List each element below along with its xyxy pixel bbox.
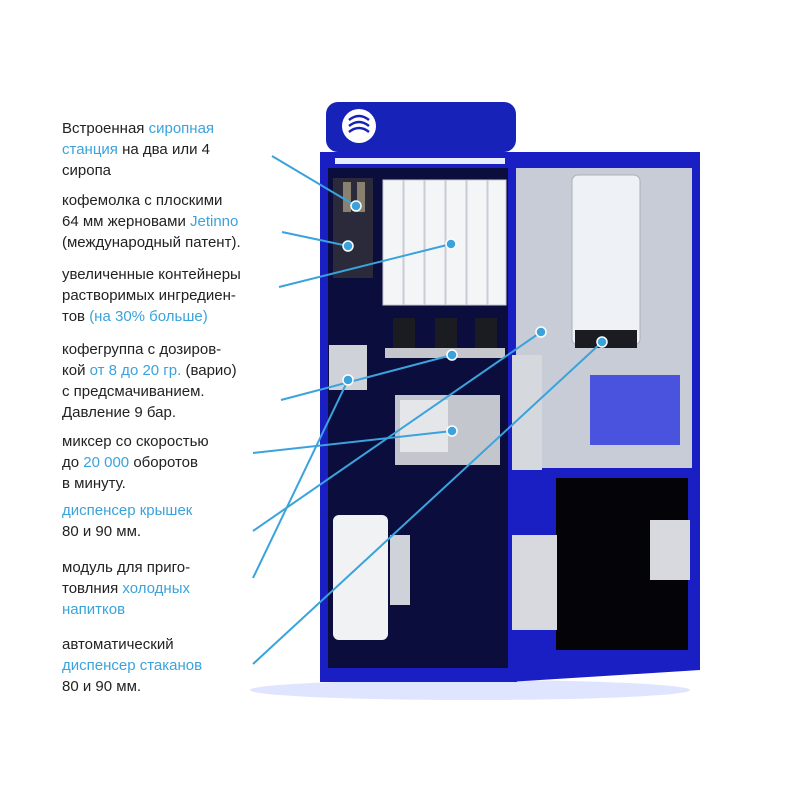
callout-dots — [342, 200, 608, 437]
highlight-text: диспенсер стаканов — [62, 657, 203, 674]
callout-text: 80 и 90 мм. — [62, 678, 142, 695]
callout-lid-dispenser: диспенсер крышек 80 и 90 мм. — [62, 500, 192, 542]
highlight-text: диспенсер крышек — [62, 502, 193, 519]
callout-text: увеличенные контейнеры растворимых ингре… — [62, 266, 241, 325]
highlight-text: от 8 до 20 гр. — [89, 362, 182, 379]
callout-mixer: миксер со скоростью до 20 000 оборотов в… — [62, 431, 209, 494]
led-light — [335, 158, 505, 164]
callout-text: Встроенная — [62, 120, 149, 137]
highlight-text: 20 000 — [83, 454, 130, 471]
highlight-text: сиропная — [148, 120, 215, 137]
cup-dispenser-tube — [571, 174, 641, 346]
callout-ingredient-canisters: увеличенные контейнеры растворимых ингре… — [62, 264, 241, 327]
callout-text: модуль для приго- товлния — [62, 559, 191, 597]
callout-text: оборотов в минуту. — [62, 454, 198, 492]
highlight-text: холодных напитков — [62, 580, 190, 618]
ingredient-canisters — [382, 179, 507, 306]
highlight-text: станция — [62, 141, 118, 158]
callout-brewer-group: кофегруппа с дозиров- кой от 8 до 20 гр.… — [62, 339, 237, 423]
highlight-text: (на 30% больше) — [89, 308, 208, 325]
syrup-station — [333, 178, 373, 278]
callout-text: 80 и 90 мм. — [62, 523, 142, 540]
callout-text: на два или 4 сиропа — [62, 141, 210, 179]
callout-lines — [252, 155, 603, 665]
callout-text: (международный патент). — [62, 234, 241, 251]
callout-text: автоматический — [62, 636, 174, 653]
floor-glow — [250, 680, 690, 700]
callout-cup-dispenser: автоматический диспенсер стаканов 80 и 9… — [62, 634, 202, 697]
callout-text: кофемолка с плоскими 64 мм жерновами — [62, 192, 223, 230]
callout-text: миксер со скоростью до — [62, 433, 209, 471]
callout-cold-drinks-module: модуль для приго- товлния холодных напит… — [62, 557, 190, 620]
callout-text: кофегруппа с дозиров- кой — [62, 341, 222, 379]
top-sign — [326, 102, 516, 152]
highlight-text: Jetinno — [190, 213, 239, 230]
callout-coffee-grinder: кофемолка с плоскими 64 мм жерновами Jet… — [62, 190, 241, 253]
callout-text: (варио) с предсмачиванием. Давление 9 ба… — [62, 362, 237, 421]
logo-icon — [342, 109, 376, 143]
cold-drinks-module — [333, 515, 388, 640]
callout-syrup-station: Встроенная сиропная станция на два или 4… — [62, 118, 214, 181]
